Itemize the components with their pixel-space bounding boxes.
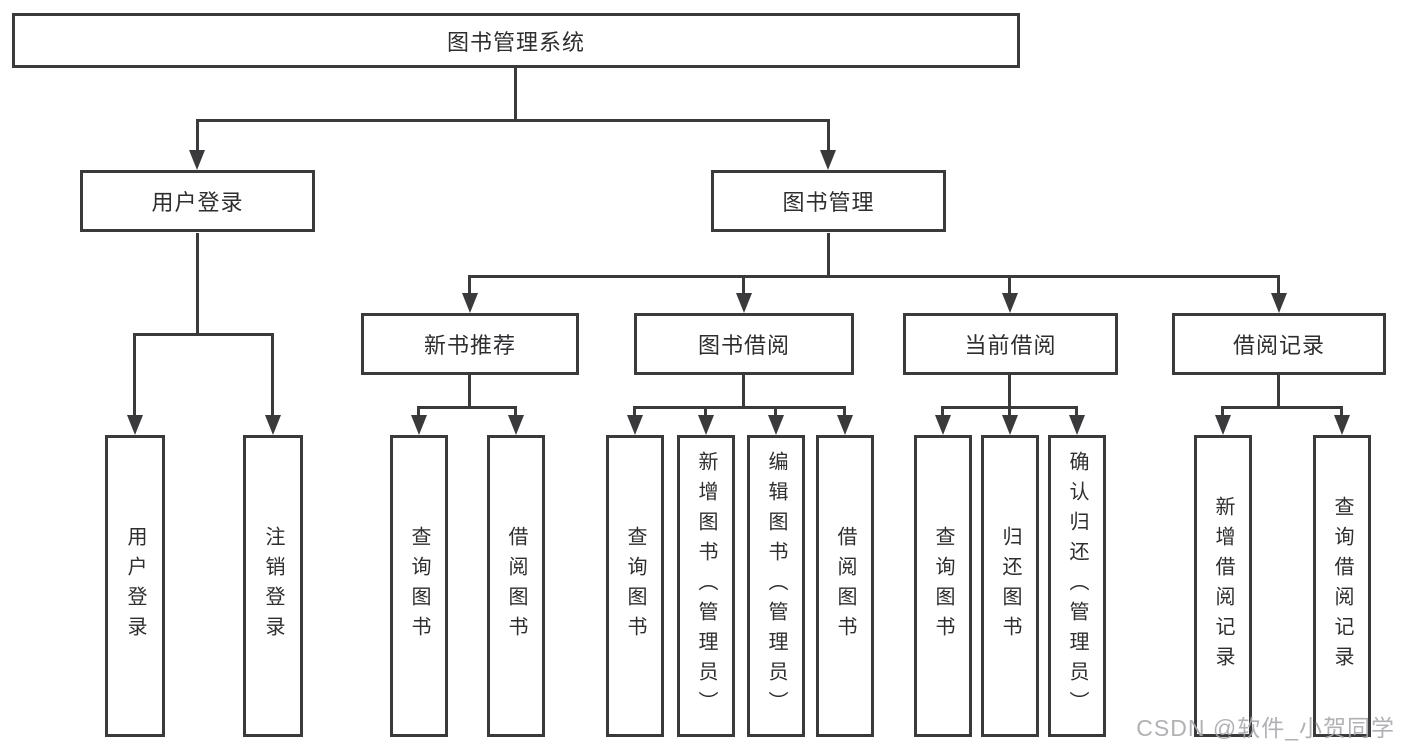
node-user-login: 用户登录 <box>80 170 315 232</box>
connector-drop-user-login <box>196 119 199 152</box>
leaf-logout-login-label: 注销登录 <box>262 526 284 646</box>
leaf-confirm-return-admin-label: 确认归还（管理员） <box>1066 451 1088 721</box>
arrow-down-icon <box>837 415 853 435</box>
leaf-logout-login: 注销登录 <box>243 435 303 737</box>
connector-drop-leaf <box>843 406 846 418</box>
connector-drop-section <box>1277 275 1280 296</box>
arrow-down-icon <box>1215 415 1231 435</box>
connector-new-book-stub <box>468 375 471 408</box>
arrow-down-icon <box>508 415 524 435</box>
connector-drop-section <box>468 275 471 296</box>
arrow-down-icon <box>1334 415 1350 435</box>
connector-drop-leaf <box>774 406 777 418</box>
arrow-down-icon <box>698 415 714 435</box>
node-new-book-recommend-label: 新书推荐 <box>423 333 516 358</box>
connector-drop-leaf <box>1075 406 1078 418</box>
connector-drop-leaf <box>941 406 944 418</box>
node-book-management-label: 图书管理 <box>782 190 875 215</box>
node-book-borrow: 图书借阅 <box>634 313 854 375</box>
node-book-management: 图书管理 <box>711 170 946 232</box>
connector-user-login-rail <box>133 333 274 336</box>
connector-user-login-stub <box>196 233 199 335</box>
leaf-add-borrow-record: 新增借阅记录 <box>1194 435 1252 737</box>
connector-drop-leaf <box>271 333 274 418</box>
arrow-down-icon <box>127 415 143 435</box>
leaf-query-books-borrow: 查询图书 <box>606 435 664 737</box>
connector-drop-leaf <box>133 333 136 418</box>
connector-drop-leaf <box>633 406 636 418</box>
node-current-borrow: 当前借阅 <box>903 313 1118 375</box>
connector-root-rail <box>196 119 830 122</box>
leaf-user-login-label: 用户登录 <box>124 526 146 646</box>
connector-drop-leaf <box>417 406 420 418</box>
arrow-down-icon <box>411 415 427 435</box>
leaf-add-books-admin: 新增图书（管理员） <box>677 435 735 737</box>
arrow-down-icon <box>1002 415 1018 435</box>
arrow-down-icon <box>189 150 205 170</box>
csdn-watermark: CSDN @软件_小贺同学 <box>1136 715 1395 741</box>
leaf-return-books: 归还图书 <box>981 435 1039 737</box>
node-root-label: 图书管理系统 <box>446 29 585 55</box>
node-current-borrow-label: 当前借阅 <box>964 333 1057 358</box>
leaf-borrow-books-recommend-label: 借阅图书 <box>505 526 527 646</box>
connector-drop-leaf <box>1221 406 1224 418</box>
leaf-query-books-borrow-label: 查询图书 <box>624 526 646 646</box>
connector-borrow-records-stub <box>1277 375 1280 408</box>
arrow-down-icon <box>820 150 836 170</box>
arrow-down-icon <box>1002 293 1018 313</box>
connector-drop-book-management <box>827 119 830 152</box>
connector-drop-leaf <box>704 406 707 418</box>
leaf-return-books-label: 归还图书 <box>999 526 1021 646</box>
connector-root-stub <box>514 68 517 122</box>
node-book-borrow-label: 图书借阅 <box>697 333 790 358</box>
leaf-add-borrow-record-label: 新增借阅记录 <box>1212 496 1234 676</box>
arrow-down-icon <box>736 293 752 313</box>
arrow-down-icon <box>935 415 951 435</box>
arrow-down-icon <box>627 415 643 435</box>
connector-new-book-rail <box>417 406 517 409</box>
connector-borrow-records-rail <box>1221 406 1343 409</box>
connector-drop-leaf <box>1340 406 1343 418</box>
arrow-down-icon <box>768 415 784 435</box>
arrow-down-icon <box>462 293 478 313</box>
leaf-add-books-admin-label: 新增图书（管理员） <box>695 451 717 721</box>
connector-current-borrow-stub <box>1008 375 1011 408</box>
leaf-query-books-current: 查询图书 <box>914 435 972 737</box>
node-borrow-records: 借阅记录 <box>1172 313 1386 375</box>
leaf-query-books-current-label: 查询图书 <box>932 526 954 646</box>
connector-book-borrow-stub <box>742 375 745 408</box>
arrow-down-icon <box>1271 293 1287 313</box>
leaf-query-books-recommend: 查询图书 <box>390 435 448 737</box>
leaf-edit-books-admin: 编辑图书（管理员） <box>747 435 805 737</box>
node-user-login-label: 用户登录 <box>151 190 244 215</box>
connector-drop-section <box>1008 275 1011 296</box>
connector-book-management-rail <box>468 275 1280 278</box>
arrow-down-icon <box>1069 415 1085 435</box>
arrow-down-icon <box>265 415 281 435</box>
leaf-borrow-books-label: 借阅图书 <box>834 526 856 646</box>
leaf-query-books-recommend-label: 查询图书 <box>408 526 430 646</box>
connector-book-management-stub <box>827 233 830 277</box>
connector-book-borrow-rail <box>633 406 846 409</box>
leaf-edit-books-admin-label: 编辑图书（管理员） <box>765 451 787 721</box>
connector-drop-leaf <box>1008 406 1011 418</box>
leaf-borrow-books-recommend: 借阅图书 <box>487 435 545 737</box>
leaf-borrow-books: 借阅图书 <box>816 435 874 737</box>
connector-drop-leaf <box>514 406 517 418</box>
leaf-query-borrow-record: 查询借阅记录 <box>1313 435 1371 737</box>
leaf-query-borrow-record-label: 查询借阅记录 <box>1331 496 1353 676</box>
leaf-user-login: 用户登录 <box>105 435 165 737</box>
connector-drop-section <box>742 275 745 296</box>
node-borrow-records-label: 借阅记录 <box>1232 333 1325 358</box>
node-root: 图书管理系统 <box>12 13 1020 68</box>
leaf-confirm-return-admin: 确认归还（管理员） <box>1048 435 1106 737</box>
node-new-book-recommend: 新书推荐 <box>361 313 579 375</box>
